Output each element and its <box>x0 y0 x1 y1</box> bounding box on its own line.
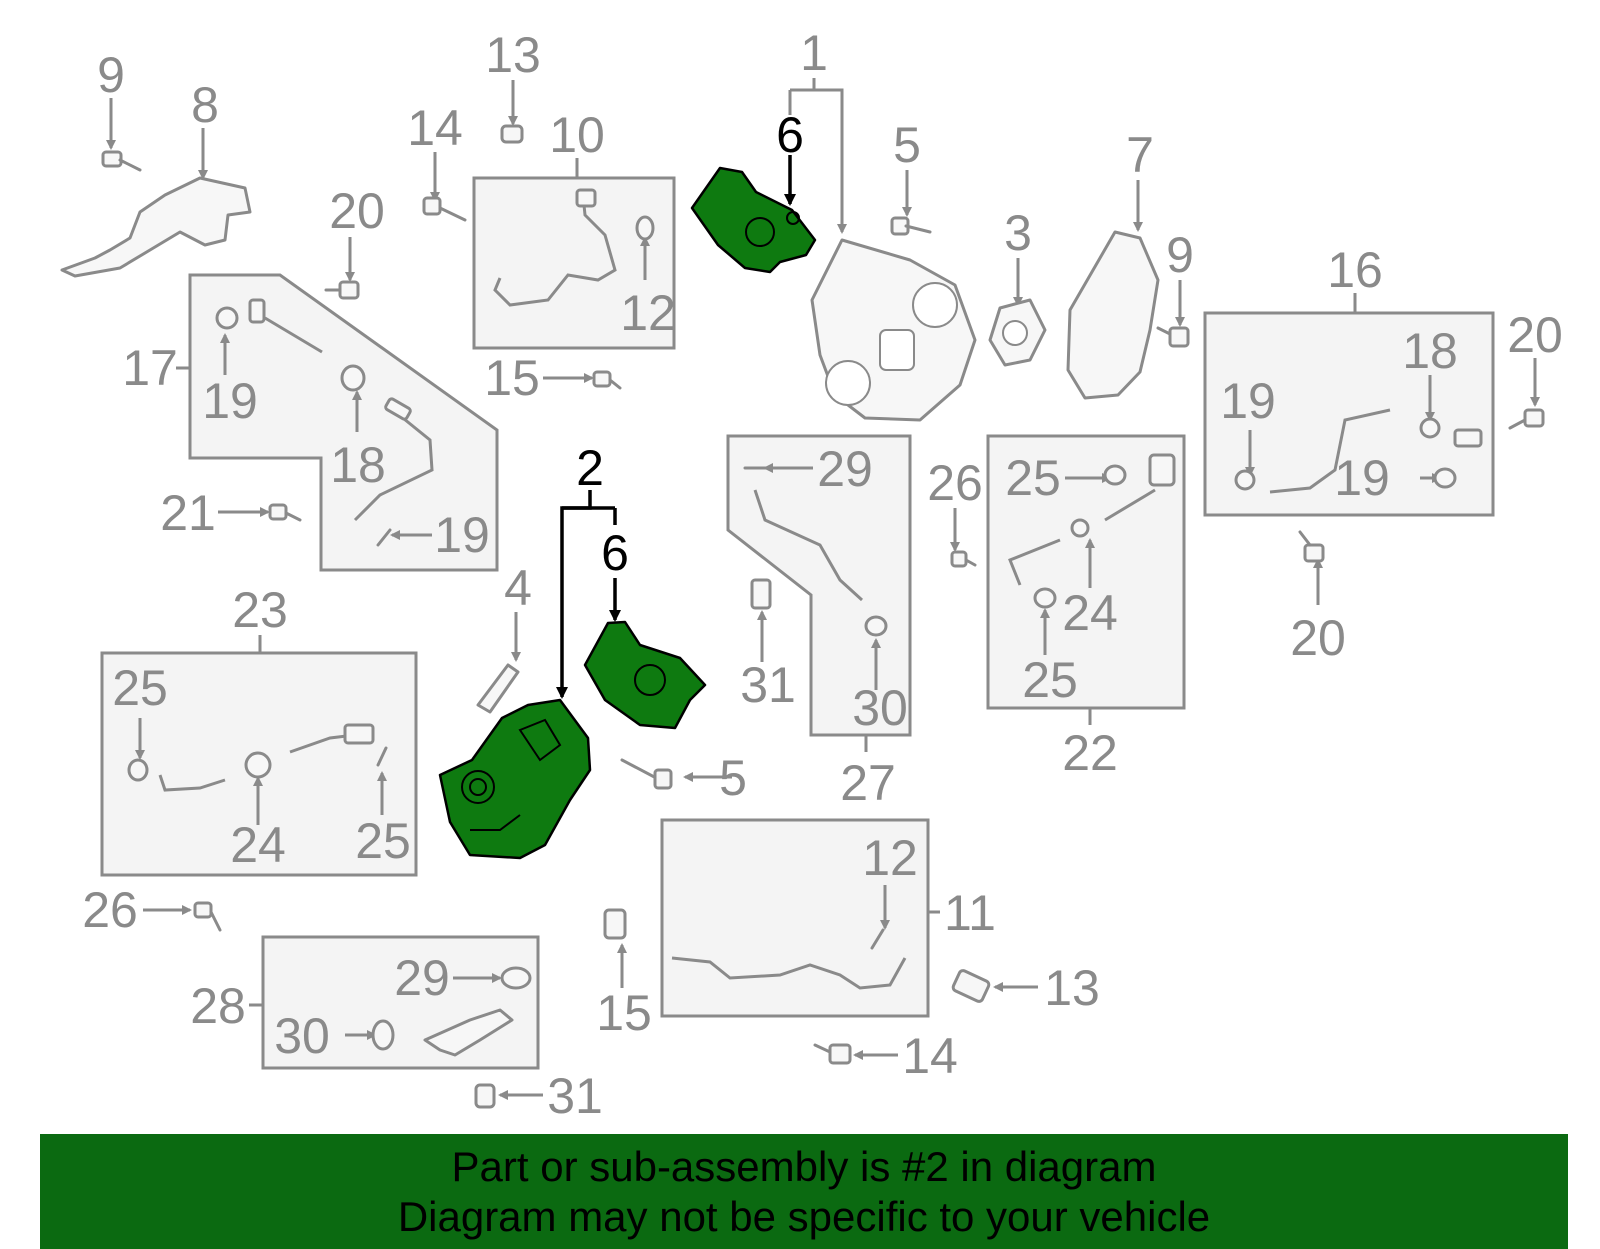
bolt-part-26b <box>193 901 222 932</box>
callout-13-top: 13 <box>485 27 541 83</box>
callout-23: 23 <box>232 582 288 638</box>
bolt-part-14 <box>422 196 467 222</box>
water-line-part-28 <box>371 966 532 1057</box>
bolt-part-14b <box>813 1043 852 1065</box>
bolt-part-31a <box>750 578 772 610</box>
callout-22: 22 <box>1062 725 1118 781</box>
bolt-part-20b <box>1508 408 1545 430</box>
callout-18-b: 18 <box>1402 323 1458 379</box>
group-box-27 <box>726 434 912 737</box>
info-banner: Part or sub-assembly is #2 in diagram Di… <box>40 1134 1568 1249</box>
callout-13-bottom: 13 <box>1044 960 1100 1016</box>
callout-30-b: 30 <box>274 1008 330 1064</box>
callout-2: 2 <box>576 440 604 496</box>
group-box-10 <box>472 176 676 350</box>
oil-line-part-17 <box>215 298 434 547</box>
callout-6-upper: 6 <box>776 107 804 163</box>
oil-line-part-22 <box>1008 453 1176 609</box>
callout-18-a: 18 <box>330 437 386 493</box>
callout-20-bottom: 20 <box>1290 610 1346 666</box>
callout-17: 17 <box>122 340 178 396</box>
callout-6-lower: 6 <box>601 525 629 581</box>
callout-12-bottom: 12 <box>862 830 918 886</box>
callout-9-left: 9 <box>97 47 125 103</box>
callout-29-a: 29 <box>817 441 873 497</box>
bolt-part-15a <box>592 370 622 390</box>
bolt-part-20a <box>324 280 360 300</box>
callout-26-b: 26 <box>82 882 138 938</box>
callout-20-left: 20 <box>329 183 385 239</box>
callout-19-a: 19 <box>202 373 258 429</box>
callout-26-a: 26 <box>927 455 983 511</box>
turbocharger-part-1 <box>810 238 977 422</box>
callout-30-a: 30 <box>852 680 908 736</box>
banner-line-2: Diagram may not be specific to your vehi… <box>397 1192 1211 1240</box>
callout-27: 27 <box>840 755 896 811</box>
actuator-part-6-upper <box>690 166 817 274</box>
callout-15-bottom: 15 <box>596 985 652 1041</box>
water-line-part-27 <box>743 466 888 637</box>
heat-shield-part-7 <box>1066 230 1160 400</box>
group-box-28 <box>261 935 540 1070</box>
callout-25-b: 25 <box>1022 652 1078 708</box>
bolt-part-20c <box>1298 530 1325 563</box>
callout-19-d: 19 <box>1334 450 1390 506</box>
callout-19-b: 19 <box>434 507 490 563</box>
callout-16: 16 <box>1327 242 1383 298</box>
gasket-part-4 <box>476 663 520 714</box>
callout-3: 3 <box>1004 205 1032 261</box>
callout-9-right: 9 <box>1166 227 1194 283</box>
bolt-part-15b <box>603 908 627 940</box>
callout-28: 28 <box>190 978 246 1034</box>
stud-part-5b <box>620 758 673 790</box>
bolt-part-5 <box>890 216 932 236</box>
callout-20-right: 20 <box>1507 307 1563 363</box>
bolt-part-31b <box>474 1083 496 1109</box>
callout-1: 1 <box>800 25 828 81</box>
callout-7: 7 <box>1126 127 1154 183</box>
callout-14-top: 14 <box>407 100 463 156</box>
callout-5-top: 5 <box>893 117 921 173</box>
banner-line-1: Part or sub-assembly is #2 in diagram <box>451 1142 1157 1190</box>
turbocharger-assembly-part-2[interactable] <box>438 698 592 860</box>
bolt-part-21 <box>268 503 302 522</box>
bracket-1 <box>790 88 847 234</box>
callout-8: 8 <box>191 77 219 133</box>
callout-4: 4 <box>504 560 532 616</box>
callout-25-d: 25 <box>355 813 411 869</box>
heat-shield-part-8 <box>60 176 252 278</box>
callout-29-b: 29 <box>394 950 450 1006</box>
callout-31-a: 31 <box>740 657 796 713</box>
oil-line-part-10 <box>493 188 655 307</box>
bolt-part-9 <box>101 150 142 172</box>
oil-line-part-23 <box>127 723 388 792</box>
actuator-part-6-lower <box>583 620 707 730</box>
callout-25-c: 25 <box>112 660 168 716</box>
callout-5-bottom: 5 <box>719 750 747 806</box>
bolt-part-26a <box>950 550 977 568</box>
oil-line-part-16 <box>1234 408 1483 494</box>
bolt-part-13b <box>951 969 991 1003</box>
water-line-part-11 <box>671 928 907 990</box>
group-box-17 <box>188 273 499 572</box>
bolt-part-9b <box>1156 326 1190 348</box>
callout-15-top: 15 <box>484 350 540 406</box>
callout-14-bottom: 14 <box>902 1028 958 1084</box>
callout-19-c: 19 <box>1220 373 1276 429</box>
bolt-part-13 <box>500 124 524 144</box>
callout-24-a: 24 <box>1062 585 1118 641</box>
callout-10: 10 <box>549 107 605 163</box>
callout-21: 21 <box>160 485 216 541</box>
callout-24-b: 24 <box>230 817 286 873</box>
callout-31-b: 31 <box>547 1068 603 1124</box>
callout-25-a: 25 <box>1005 450 1061 506</box>
callout-12-top: 12 <box>620 285 676 341</box>
callout-11: 11 <box>944 885 996 941</box>
